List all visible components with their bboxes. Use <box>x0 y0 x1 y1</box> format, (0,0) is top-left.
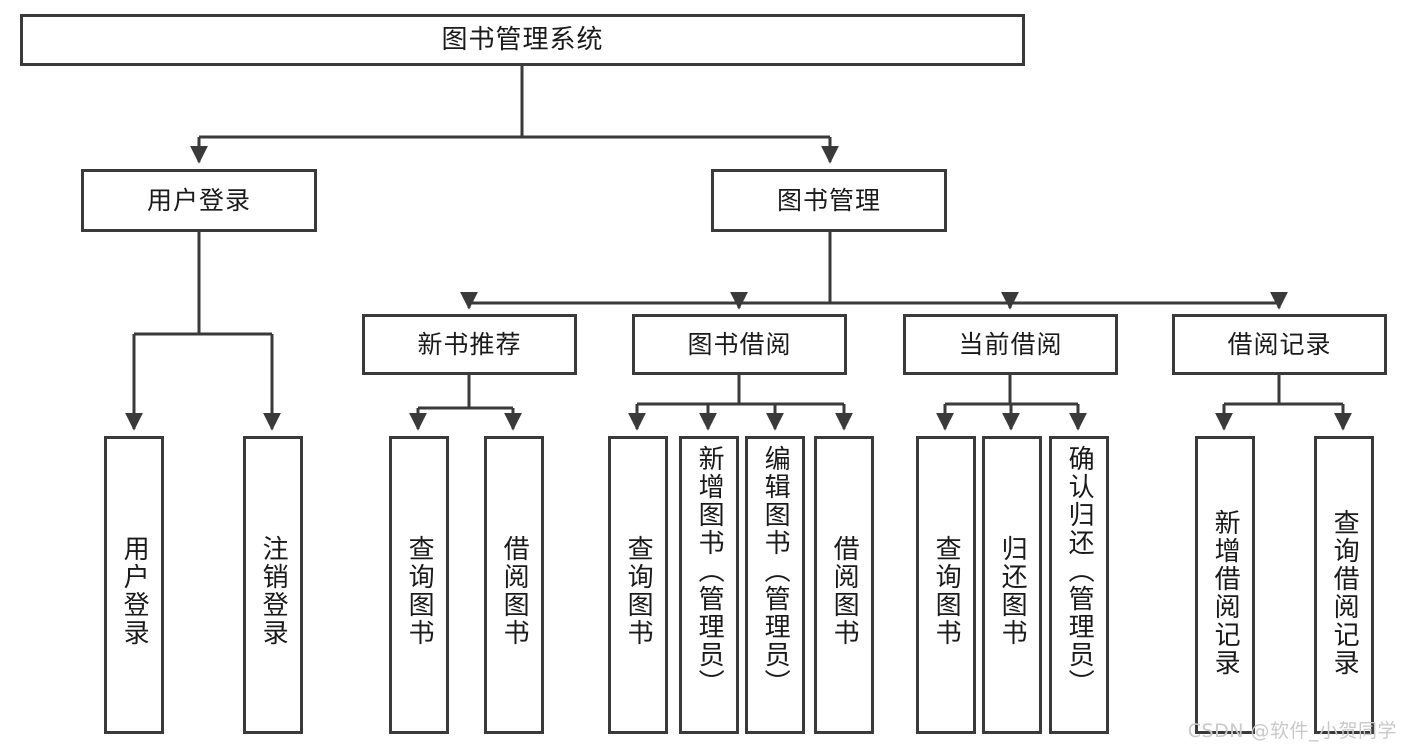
node-leaf-add-book[interactable]: 新增图书（管理员） <box>679 436 739 734</box>
node-leaf-logout-label: 注销登录 <box>258 535 289 647</box>
node-leaf-query-record[interactable]: 查询借阅记录 <box>1314 436 1374 734</box>
node-leaf-add-record[interactable]: 新增借阅记录 <box>1195 436 1255 734</box>
node-leaf-query-book-1-label: 查询图书 <box>404 535 435 647</box>
node-leaf-query-book-3[interactable]: 查询图书 <box>916 436 976 734</box>
node-leaf-return-book[interactable]: 归还图书 <box>982 436 1042 734</box>
node-book-manage-label: 图书管理 <box>776 186 881 215</box>
node-borrow-record-label: 借阅记录 <box>1227 330 1332 359</box>
node-user-login[interactable]: 用户登录 <box>81 169 317 232</box>
node-current-borrow[interactable]: 当前借阅 <box>903 314 1118 375</box>
node-leaf-borrow-book-1[interactable]: 借阅图书 <box>484 436 544 734</box>
node-leaf-return-book-label: 归还图书 <box>997 535 1028 647</box>
node-borrow-record[interactable]: 借阅记录 <box>1172 314 1387 375</box>
node-root-label: 图书管理系统 <box>441 25 604 55</box>
node-leaf-edit-book-label: 编辑图书（管理员） <box>760 445 791 697</box>
node-leaf-query-book-3-label: 查询图书 <box>931 535 962 647</box>
node-leaf-borrow-book-2-label: 借阅图书 <box>829 535 860 647</box>
node-leaf-borrow-book-1-label: 借阅图书 <box>499 535 530 647</box>
node-leaf-query-book-1[interactable]: 查询图书 <box>389 436 449 734</box>
node-leaf-logout[interactable]: 注销登录 <box>243 436 303 734</box>
node-book-borrow[interactable]: 图书借阅 <box>632 314 847 375</box>
node-leaf-query-book-2-label: 查询图书 <box>623 535 654 647</box>
node-leaf-query-record-label: 查询借阅记录 <box>1329 509 1360 677</box>
node-new-book-recommend-label: 新书推荐 <box>417 330 522 359</box>
watermark: CSDN @软件_小贺同学 <box>1187 720 1397 742</box>
node-leaf-user-login-label: 用户登录 <box>119 535 150 647</box>
node-leaf-add-record-label: 新增借阅记录 <box>1210 509 1241 677</box>
node-leaf-confirm-return[interactable]: 确认归还（管理员） <box>1049 436 1109 734</box>
node-book-borrow-label: 图书借阅 <box>687 330 792 359</box>
node-root[interactable]: 图书管理系统 <box>20 14 1025 66</box>
node-leaf-confirm-return-label: 确认归还（管理员） <box>1064 445 1095 697</box>
node-current-borrow-label: 当前借阅 <box>958 330 1063 359</box>
node-book-manage[interactable]: 图书管理 <box>711 169 947 232</box>
node-leaf-user-login[interactable]: 用户登录 <box>104 436 164 734</box>
node-user-login-label: 用户登录 <box>146 186 251 215</box>
node-new-book-recommend[interactable]: 新书推荐 <box>362 314 577 375</box>
node-leaf-add-book-label: 新增图书（管理员） <box>694 445 725 697</box>
node-leaf-query-book-2[interactable]: 查询图书 <box>608 436 668 734</box>
node-leaf-borrow-book-2[interactable]: 借阅图书 <box>814 436 874 734</box>
node-leaf-edit-book[interactable]: 编辑图书（管理员） <box>745 436 805 734</box>
